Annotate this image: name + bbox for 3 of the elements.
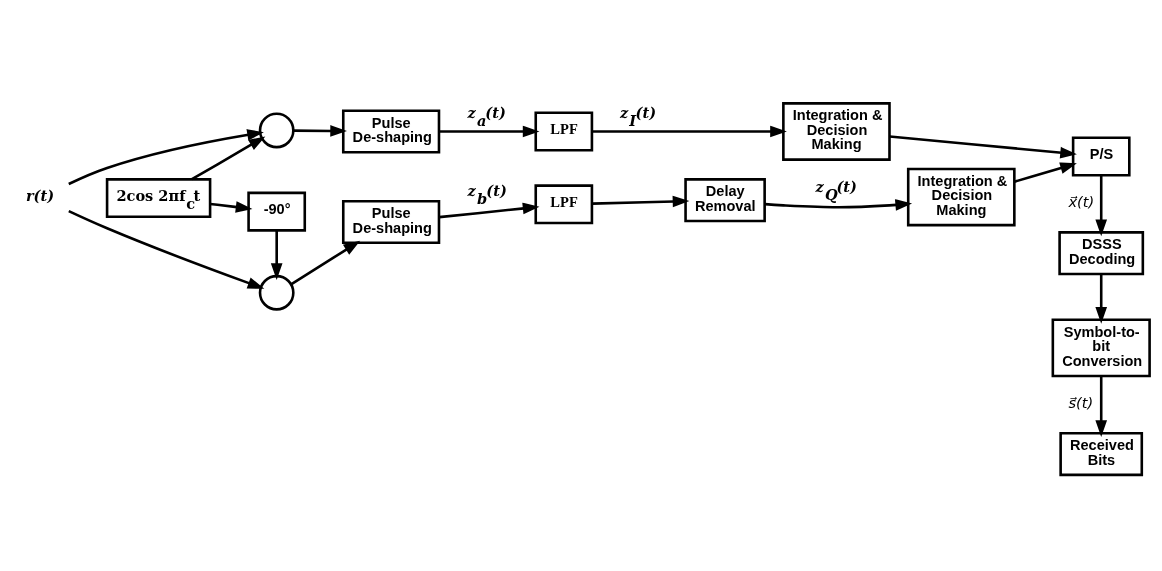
edge-label: x⃗(t) [1068,192,1095,210]
node-text: r(t) [25,186,55,204]
edge-label: s⃗(t) [1068,393,1094,411]
